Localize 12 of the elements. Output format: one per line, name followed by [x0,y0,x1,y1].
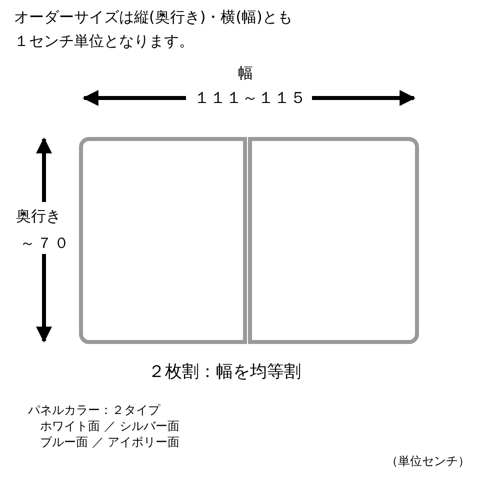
note-text: オーダーサイズは縦(奥行き)・横(幅)とも１センチ単位となります。 [14,7,294,52]
unit-note: （単位センチ） [386,454,470,468]
note-text: ホワイト面 ／ シルバー面 [40,419,180,434]
panel-box [79,137,247,344]
dimension-label: 幅 [238,64,253,82]
dimension-value: ～７０ [20,234,71,252]
caption-text: ２枚割：幅を均等割 [148,362,301,382]
dimension-value: １１１～１１５ [194,88,306,108]
panel-box [248,137,419,344]
note-text: パネルカラー：２タイプ [28,403,160,418]
dimension-label: 奥行き [16,207,61,225]
note-text: ブルー面 ／ アイボリー面 [40,435,180,450]
